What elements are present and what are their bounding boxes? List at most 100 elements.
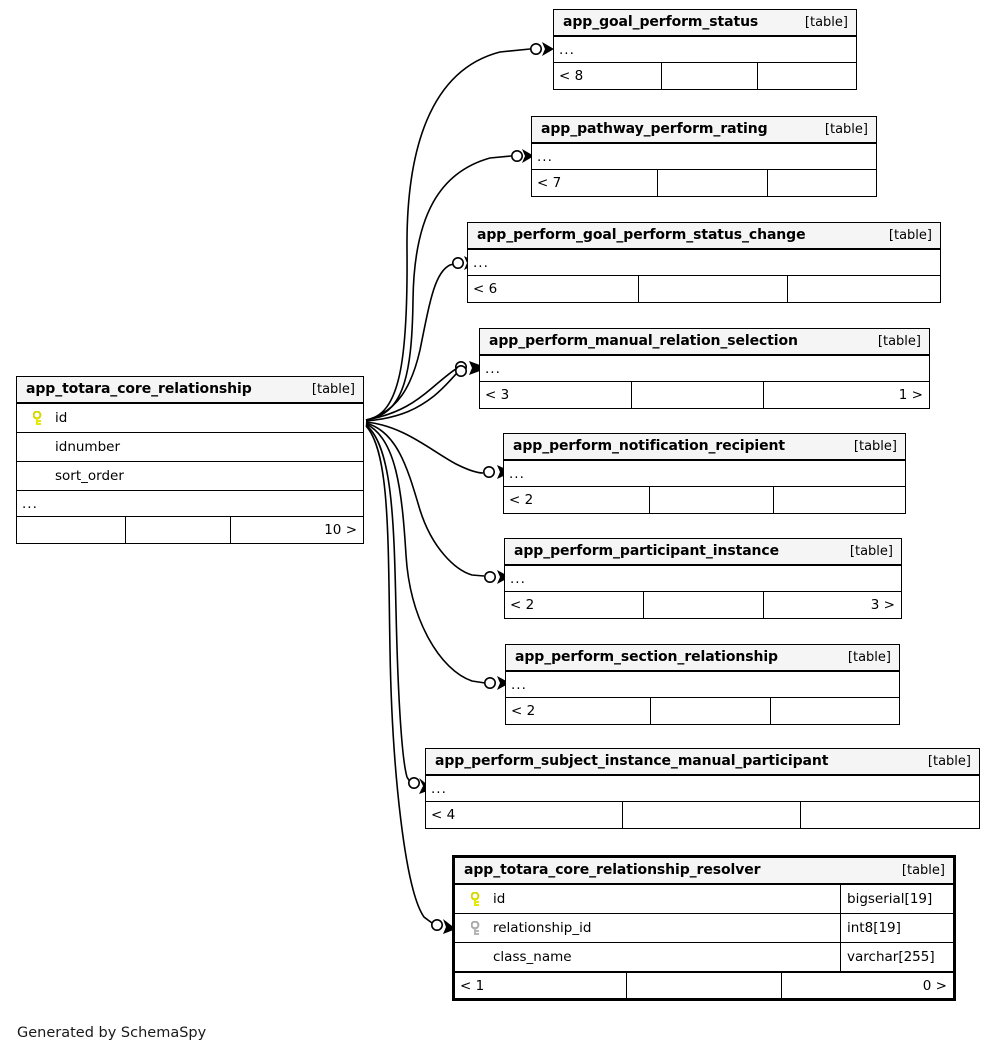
primary-key-icon [462,891,492,907]
table-app_perform_subject_instance_manual_participant[interactable]: app_perform_subject_instance_manual_part… [425,748,980,829]
column-cell: relationship_id [455,914,840,942]
table-degree-footer: 10 > [17,517,363,543]
table-kind-label: [table] [804,15,848,30]
footer-children-count [771,698,899,724]
table-degree-footer: < 6 [468,276,940,302]
table-app_perform_goal_perform_status_change[interactable]: app_perform_goal_perform_status_change [… [467,222,941,303]
edge-endpoint-circle [451,256,464,269]
column-type: bigserial[19] [840,885,953,913]
more-columns-ellipsis: ... [504,461,905,487]
edge-app_totara_core_relationship_resolver [365,425,433,924]
table-header: app_pathway_perform_rating [table] [532,117,876,144]
edge-endpoint-circle [483,676,496,689]
footer-middle-cell [662,63,758,89]
more-columns-ellipsis: ... [532,144,876,170]
table-app_perform_participant_instance[interactable]: app_perform_participant_instance [table]… [504,538,902,619]
footer-children-count: 0 > [922,978,947,994]
footer-middle-cell [644,592,764,618]
column-name: id [493,890,506,907]
foreign-key-icon [462,920,492,936]
column-name: idnumber [55,438,121,455]
table-kind-label: [table] [853,439,897,454]
table-title: app_perform_manual_relation_selection [489,333,798,349]
table-degree-footer: < 2 3 > [505,592,901,618]
footer-middle-cell [639,276,788,302]
table-app_goal_perform_status[interactable]: app_goal_perform_status [table] ... < 8 [553,9,857,90]
table-title: app_perform_participant_instance [514,543,780,559]
table-header: app_totara_core_relationship [table] [17,377,363,404]
primary-key-icon [24,410,54,426]
footer-children-count [758,63,856,89]
table-title: app_perform_subject_instance_manual_part… [435,753,829,769]
more-columns-ellipsis: ... [505,566,901,592]
table-header: app_perform_notification_recipient [tabl… [504,434,905,461]
footer-parents-count: < 2 [506,698,651,724]
edge-app_perform_manual_relation_selection-1 [365,368,457,421]
table-row: id [17,404,363,433]
footer-middle-cell [623,802,801,828]
table-degree-footer: < 2 [506,698,899,724]
footer-parents-count: < 4 [426,802,623,828]
table-kind-label: [table] [311,382,355,397]
edge-app_perform_goal_perform_status_change [365,262,459,421]
footer-children-count [801,802,979,828]
edge-endpoint-circle [407,776,420,789]
footer-middle-cell [650,487,774,513]
table-kind-label: [table] [901,863,945,878]
table-app_totara_core_relationship[interactable]: app_totara_core_relationship [table] id … [16,376,364,544]
table-header: app_perform_goal_perform_status_change [… [468,223,940,250]
table-app_perform_manual_relation_selection[interactable]: app_perform_manual_relation_selection [t… [479,328,930,409]
column-cell: id [17,404,363,432]
footer-children-count [768,170,876,196]
column-type: varchar[255] [840,943,953,971]
table-degree-footer: < 8 [554,63,856,89]
table-kind-label: [table] [849,544,893,559]
table-row: sort_order [17,462,363,491]
table-app_pathway_perform_rating[interactable]: app_pathway_perform_rating [table] ... <… [531,116,877,197]
table-row: class_name varchar[255] [455,943,953,972]
edge-app_perform_section_relationship [365,423,486,684]
table-degree-footer: < 7 [532,170,876,196]
table-header: app_perform_section_relationship [table] [506,645,899,672]
footer-middle-cell [658,170,768,196]
column-type: int8[19] [840,914,953,942]
table-header: app_perform_manual_relation_selection [t… [480,329,929,356]
table-degree-footer: < 4 [426,802,979,828]
edge-endpoint-circle [430,918,443,931]
table-kind-label: [table] [888,228,932,243]
table-header: app_perform_subject_instance_manual_part… [426,749,979,776]
edge-app_perform_manual_relation_selection-2 [365,372,458,422]
footer-middle-cell [627,973,782,998]
table-degree-footer: < 3 1 > [480,382,929,408]
edge-endpoint-circle [482,465,495,478]
footer-parents-count: < 6 [468,276,639,302]
table-kind-label: [table] [927,754,971,769]
column-cell: idnumber [17,433,363,461]
table-header: app_perform_participant_instance [table] [505,539,901,566]
footer-middle-cell [632,382,764,408]
table-kind-label: [table] [847,650,891,665]
generated-by-label: Generated by SchemaSpy [17,1025,207,1041]
table-title: app_goal_perform_status [563,14,759,30]
table-kind-label: [table] [877,334,921,349]
table-app_perform_notification_recipient[interactable]: app_perform_notification_recipient [tabl… [503,433,906,514]
table-title: app_pathway_perform_rating [541,121,768,137]
edge-app_perform_participant_instance [365,422,485,577]
column-name: relationship_id [493,919,592,936]
table-app_totara_core_relationship_resolver[interactable]: app_totara_core_relationship_resolver [t… [452,855,956,1001]
footer-parents-count: < 1 [455,973,627,998]
edge-app_perform_subject_instance_manual_participant [365,424,411,783]
footer-children-count [774,487,905,513]
footer-children-count: 3 > [870,597,895,613]
column-cell: class_name [455,943,840,971]
column-cell: id [455,885,840,913]
table-app_perform_section_relationship[interactable]: app_perform_section_relationship [table]… [505,644,900,725]
edge-endpoint-circle [510,150,523,163]
footer-parents-count [17,517,126,543]
more-columns-ellipsis: ... [506,672,899,698]
footer-parents-count: < 2 [505,592,644,618]
column-name: id [55,409,68,426]
column-cell: sort_order [17,462,363,490]
footer-children-count [788,276,940,302]
